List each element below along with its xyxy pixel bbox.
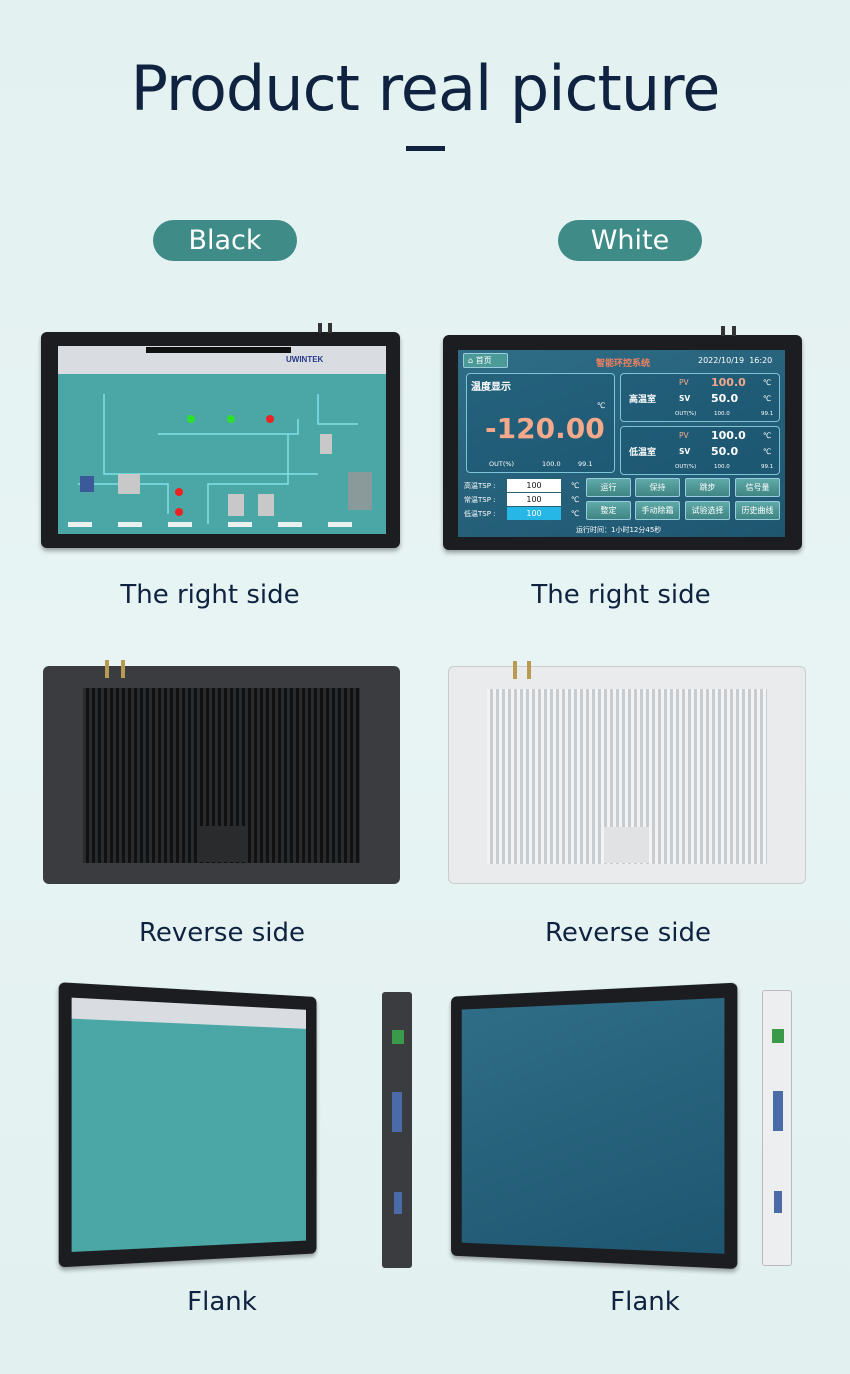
datetime: 2022/10/19 16:20: [698, 356, 773, 365]
sv-label: SV: [679, 394, 691, 403]
variant-white-pill: White: [558, 220, 702, 261]
tsp-unit: ℃: [571, 495, 580, 504]
hmi-screen: ⌂ 首页 智能环控系统 2022/10/19 16:20 温度显示 ℃ -120…: [458, 350, 785, 537]
out-label: OUT(%): [675, 411, 697, 417]
sv-unit: ℃: [763, 394, 772, 403]
white-monitor-back: [448, 661, 806, 884]
history-curve-button[interactable]: 历史曲线: [735, 501, 780, 520]
white-monitor-front: ⌂ 首页 智能环控系统 2022/10/19 16:20 温度显示 ℃ -120…: [443, 326, 802, 550]
process-diagram: [68, 394, 372, 527]
variant-black-pill: Black: [153, 220, 297, 261]
black-monitor-flank: [58, 982, 327, 1268]
pv-value: 100.0: [711, 429, 746, 442]
sv-label: SV: [679, 447, 691, 456]
manual-defrost-button[interactable]: 手动除霜: [635, 501, 680, 520]
black-monitor-front: UWINTEK: [41, 323, 400, 548]
out-value-2: 99.1: [578, 460, 593, 468]
out-value-1: 100.0: [714, 411, 730, 417]
out-value-2: 99.1: [761, 464, 774, 470]
skip-step-button[interactable]: 跳步: [685, 478, 730, 497]
home-button[interactable]: ⌂ 首页: [463, 353, 508, 368]
sv-value: 50.0: [711, 392, 739, 405]
caption-white-front: The right side: [531, 580, 711, 610]
page-title: Product real picture: [130, 52, 721, 125]
scada-logo: UWINTEK: [286, 355, 324, 364]
black-monitor-back: [43, 660, 400, 884]
run-button[interactable]: 运行: [586, 478, 631, 497]
chamber-name: 高温室: [629, 395, 657, 405]
home-label: 首页: [475, 356, 492, 365]
temp-value: -120.00: [485, 412, 605, 445]
chamber-low: 低温室 PV 100.0 ℃ SV 50.0 ℃ OUT(%) 100.0 99…: [620, 426, 780, 475]
system-title: 智能环控系统: [595, 359, 650, 369]
chamber-high: 高温室 PV 100.0 ℃ SV 50.0 ℃ OUT(%) 100.0 99…: [620, 373, 780, 422]
pv-label: PV: [679, 431, 689, 440]
tsp-label: 常温TSP :: [464, 496, 496, 504]
white-monitor-flank: [441, 982, 738, 1270]
pv-unit: ℃: [763, 378, 772, 387]
out-value-1: 100.0: [714, 464, 730, 470]
caption-white-reverse: Reverse side: [544, 918, 712, 948]
temp-unit: ℃: [597, 401, 606, 410]
out-value-1: 100.0: [542, 460, 561, 468]
home-icon: ⌂: [468, 356, 476, 365]
tune-button[interactable]: 整定: [586, 501, 631, 520]
scada-screen: UWINTEK: [58, 346, 386, 534]
caption-white-flank: Flank: [610, 1287, 680, 1317]
tsp-low-input[interactable]: 100: [507, 507, 561, 520]
tsp-label: 低温TSP :: [464, 510, 496, 518]
sv-unit: ℃: [763, 447, 772, 456]
sv-value: 50.0: [711, 445, 739, 458]
caption-black-front: The right side: [120, 580, 300, 610]
signal-button[interactable]: 信号量: [735, 478, 780, 497]
tsp-normal-input[interactable]: 100: [507, 493, 561, 506]
out-label: OUT(%): [489, 460, 515, 468]
tsp-unit: ℃: [571, 481, 580, 490]
tsp-unit: ℃: [571, 509, 580, 518]
chamber-name: 低温室: [629, 448, 657, 458]
caption-black-reverse: Reverse side: [138, 918, 306, 948]
black-side-io-panel: [382, 992, 412, 1268]
test-select-button[interactable]: 试验选择: [685, 501, 730, 520]
hold-button[interactable]: 保持: [635, 478, 680, 497]
temp-panel-label: 温度显示: [471, 382, 511, 393]
pv-unit: ℃: [763, 431, 772, 440]
white-side-io-panel: [762, 990, 792, 1266]
caption-black-flank: Flank: [187, 1287, 257, 1317]
pv-value: 100.0: [711, 376, 746, 389]
tsp-label: 高温TSP :: [464, 482, 496, 490]
out-label: OUT(%): [675, 464, 697, 470]
tsp-high-input[interactable]: 100: [507, 479, 561, 492]
pv-label: PV: [679, 378, 689, 387]
title-divider: [406, 146, 445, 151]
temperature-panel: 温度显示 ℃ -120.00 OUT(%) 100.0 99.1: [466, 373, 615, 473]
out-value-2: 99.1: [761, 411, 774, 417]
runtime-text: 运行时间：1小时12分45秒: [576, 526, 662, 534]
